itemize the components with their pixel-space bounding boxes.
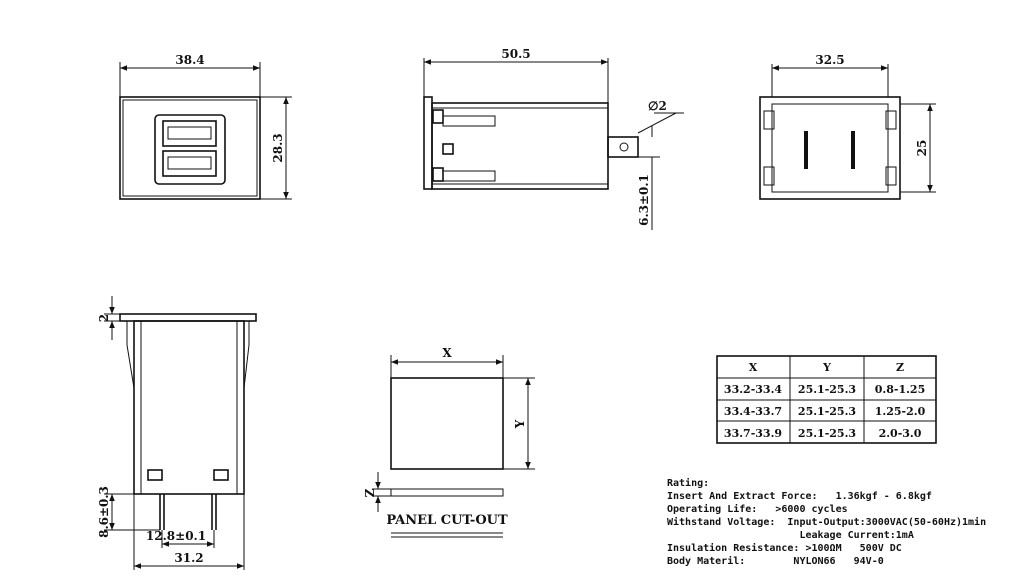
panel-cutout: X Y Z PANEL CUT-OUT: [363, 346, 535, 538]
spec-line: Rating:: [667, 477, 709, 489]
spec-block: Rating: Insert And Extract Force: 1.36kg…: [667, 477, 986, 567]
rear-outer-frame: [759, 96, 901, 200]
cutout-y-label: Y: [513, 419, 527, 429]
bottom-flange: [119, 313, 257, 322]
bottom-body: [133, 320, 245, 495]
table-cell: 2.0-3.0: [879, 427, 922, 440]
table-cell: 1.25-2.0: [875, 405, 926, 418]
front-height-dim: 28.3: [271, 133, 285, 162]
spec-line: Leakage Current:1mA: [667, 530, 914, 541]
cutout-z-label: Z: [363, 488, 377, 497]
spec-line: Insulation Resistance: >100ΩM 500V DC: [667, 542, 902, 554]
front-outer-frame: [119, 96, 261, 200]
spec-line: Withstand Voltage: Input-Output:3000VAC(…: [667, 516, 986, 528]
table-cell: 0.8-1.25: [875, 383, 926, 396]
cutout-caption: PANEL CUT-OUT: [386, 513, 508, 528]
flange-thickness-dim: 2: [97, 314, 111, 322]
table-cell: 25.1-25.3: [798, 405, 856, 418]
pin-height-dim: 8.6±0.3: [97, 486, 111, 538]
side-view: 50.5 ∅2 6.3±0.1: [423, 47, 684, 230]
front-view: 38.4 28.3: [119, 53, 292, 200]
rear-view: 32.5 25: [759, 53, 936, 200]
table-cell: 25.1-25.3: [798, 383, 856, 396]
spec-line: Insert And Extract Force: 1.36kgf - 6.8k…: [667, 491, 932, 502]
side-length-dim: 50.5: [501, 47, 530, 61]
pin-diameter-dim: ∅2: [648, 99, 667, 113]
cutout-rectangle: [390, 377, 504, 470]
pin-offset-dim: 6.3±0.1: [637, 174, 651, 226]
cutout-plate: [390, 488, 504, 497]
rear-height-dim: 25: [915, 140, 929, 157]
usb-port-top: [162, 120, 217, 147]
rear-pin-left: [804, 131, 808, 169]
side-pin: [607, 136, 639, 158]
table-header-z: Z: [896, 361, 904, 374]
pin-pitch-dim: 12.8±0.1: [146, 529, 206, 543]
table-header-y: Y: [822, 361, 831, 374]
table-cell: 33.4-33.7: [724, 405, 782, 418]
spec-line: Body Materil: NYLON66 94V-0: [667, 555, 884, 567]
front-width-dim: 38.4: [175, 53, 204, 67]
side-flange: [423, 96, 433, 190]
rear-width-dim: 32.5: [815, 53, 844, 67]
table-cell: 33.7-33.9: [724, 427, 782, 440]
table-cell: 33.2-33.4: [724, 383, 782, 396]
rear-pin-right: [851, 131, 855, 169]
bottom-view: 2 8.6±0.3 12.8±0.1 31.2: [97, 296, 257, 570]
table-cell: 25.1-25.3: [798, 427, 856, 440]
table-header-x: X: [749, 361, 758, 374]
tolerance-table: X Y Z 33.2-33.4 25.1-25.3 0.8-1.25 33.4-…: [716, 355, 937, 444]
usb-port-bottom: [162, 150, 217, 177]
spec-line: Operating Life: >6000 cycles: [667, 503, 848, 515]
cutout-x-label: X: [442, 346, 452, 360]
usb-port-housing: [154, 114, 226, 185]
bottom-width-dim: 31.2: [174, 551, 203, 565]
